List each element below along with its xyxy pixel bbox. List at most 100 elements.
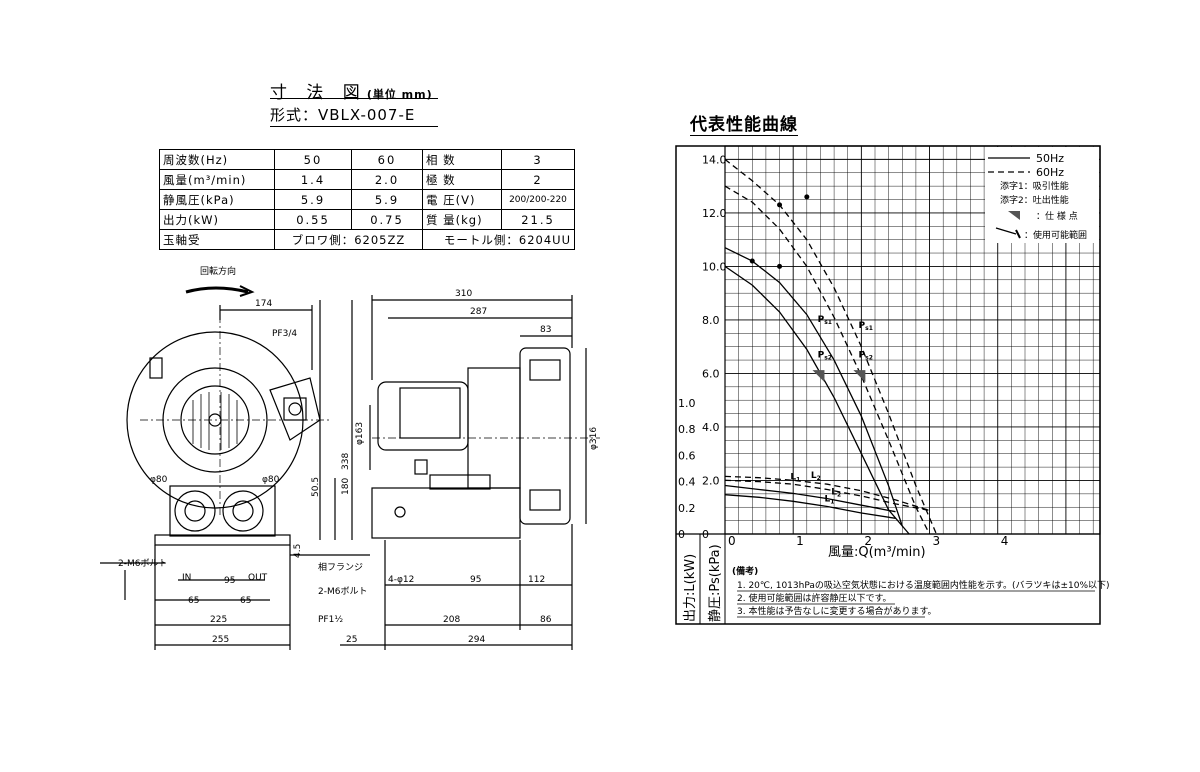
- curve-ps1-60hz: [724, 158, 937, 535]
- y-power-axis-label: 出力:L(kW): [683, 554, 698, 622]
- port-size-pf34: PF3/4: [272, 329, 297, 339]
- curve-label-sub: 2: [817, 475, 821, 482]
- spec-cell: 静風圧(kPa): [159, 189, 275, 210]
- curve-ps1-50hz: [724, 247, 903, 527]
- in-label: IN: [182, 573, 191, 583]
- dim-112: 112: [528, 575, 545, 585]
- port-size-pf112: PF1½: [318, 615, 343, 625]
- curve-label-sub: s2: [865, 354, 873, 361]
- dim-180: 180: [341, 478, 351, 495]
- spec-row: 静風圧(kPa) 5.9 5.9 電 圧(V) 200/200-220: [159, 189, 575, 210]
- title-underline: [270, 98, 438, 99]
- dim-294: 294: [468, 635, 485, 645]
- curve-l2-50hz: [724, 484, 896, 513]
- x-tick-label: 1: [796, 534, 804, 548]
- spec-cell: 質 量(kg): [422, 209, 502, 230]
- y-power-tick-label: 0.2: [678, 502, 696, 515]
- legend-60hz: 60Hz: [1036, 166, 1064, 179]
- notes: (備考) 1. 20℃, 1013hPaの吸込空気状態における温度範囲内性能を示…: [732, 565, 1110, 618]
- dim-phi316: φ316: [589, 427, 599, 450]
- dim-310: 310: [455, 289, 472, 299]
- dimension-drawing: 回転方向 174 PF3/4 310 287 83 φ163 φ316 338 …: [100, 265, 600, 650]
- spec-point-marker: [812, 370, 825, 383]
- curve-label-sub: 2: [837, 492, 841, 499]
- curve-label: Ps2: [818, 350, 832, 361]
- dim-174: 174: [255, 299, 272, 309]
- x-tick-label: 4: [1001, 534, 1009, 548]
- y-pressure-tick-label: 4.0: [702, 421, 720, 434]
- x-tick-label: 2: [864, 534, 872, 548]
- curve-l1-60hz: [724, 479, 930, 512]
- legend-sub2: 添字2：吐出性能: [1000, 194, 1069, 206]
- curve-label: Ps1: [859, 321, 873, 332]
- legend: 50Hz 60Hz 添字1：吸引性能 添字2：吐出性能 ：仕 様 点 ：使用可能…: [988, 152, 1087, 241]
- dim-83: 83: [540, 325, 551, 335]
- dim-225: 225: [210, 615, 227, 625]
- curve-label-sub: s2: [824, 354, 832, 361]
- note-2: 2. 使用可能範囲は許容静圧以下です。: [737, 592, 892, 604]
- dim-95-right: 95: [470, 575, 481, 585]
- y-pressure-tick-label: 6.0: [702, 367, 720, 380]
- notes-title: (備考): [732, 565, 758, 577]
- curve-l1-50hz: [724, 494, 896, 519]
- dim-287: 287: [470, 307, 487, 317]
- blower-side: [519, 347, 571, 525]
- curve-label: Ps2: [859, 350, 873, 361]
- note-1: 1. 20℃, 1013hPaの吸込空気状態における温度範囲内性能を示す。(バラ…: [737, 579, 1110, 591]
- curve-label-sub: s1: [824, 319, 832, 326]
- y-pressure-tick-label: 0: [702, 528, 709, 541]
- y-power-tick-label: 0.4: [678, 476, 696, 489]
- y-power-tick-label: 1.0: [678, 397, 696, 410]
- spec-cell: 玉軸受: [159, 229, 275, 250]
- legend-spec-point: ：仕 様 点: [1036, 210, 1078, 222]
- spec-point-marker: [853, 370, 866, 383]
- legend-50hz: 50Hz: [1036, 152, 1064, 165]
- dim-65-left: 65: [188, 596, 199, 606]
- curve-label: L2: [811, 471, 821, 482]
- dim-phi80-in: φ80: [150, 475, 168, 485]
- legend-box: [985, 147, 1099, 243]
- dim-phi80-out: φ80: [262, 475, 280, 485]
- rotation-label: 回転方向: [200, 265, 236, 277]
- dim-208: 208: [443, 615, 460, 625]
- out-label: OUT: [248, 573, 268, 583]
- dim-phi163: φ163: [355, 422, 365, 445]
- unit-text: (単位 mm): [366, 88, 433, 101]
- dim-65-right: 65: [240, 596, 251, 606]
- y-power-tick-label: 0.8: [678, 423, 696, 436]
- curve-label-sub: s1: [865, 325, 873, 332]
- spec-cell: ブロワ側：6205ZZ: [274, 229, 423, 250]
- y-pressure-tick-label: 12.0: [702, 207, 727, 220]
- y-pressure-tick-label: 14.0: [702, 153, 727, 166]
- spec-point-icon: [1008, 211, 1020, 220]
- curve-label: L1: [824, 494, 834, 505]
- legend-range: ：使用可能範囲: [1024, 229, 1087, 241]
- dim-338: 338: [341, 453, 351, 470]
- dim-4-5: 4.5: [293, 544, 303, 558]
- y-pressure-axis-label: 静圧:Ps(kPa): [708, 544, 723, 622]
- flange-label: 相フランジ: [318, 561, 363, 573]
- curve-label: L2: [831, 488, 841, 499]
- y-power-tick-label: 0.6: [678, 449, 696, 462]
- curve-label: L1: [790, 473, 800, 484]
- y-pressure-tick-label: 8.0: [702, 314, 720, 327]
- curve-label: Ps1: [818, 315, 832, 326]
- dim-95-left: 95: [224, 576, 235, 586]
- operating-limit-dot: [777, 263, 783, 269]
- spec-row: 周波数(Hz) 50 60 相 数 3: [159, 149, 575, 170]
- range-marker-icon: [995, 227, 1017, 235]
- y-pressure-tick-label: 2.0: [702, 474, 720, 487]
- dim-86: 86: [540, 615, 552, 625]
- dim-255: 255: [212, 635, 229, 645]
- inlet-port: [174, 490, 216, 532]
- dim-25: 25: [346, 635, 357, 645]
- x-tick-label: 0: [728, 534, 736, 548]
- curve-label-sub: 1: [830, 498, 834, 505]
- curve-title: 代表性能曲線: [690, 110, 798, 136]
- rotation-arrow-icon: [185, 286, 249, 294]
- operating-limit-dot: [777, 202, 783, 208]
- y-pressure-tick-label: 10.0: [702, 260, 727, 273]
